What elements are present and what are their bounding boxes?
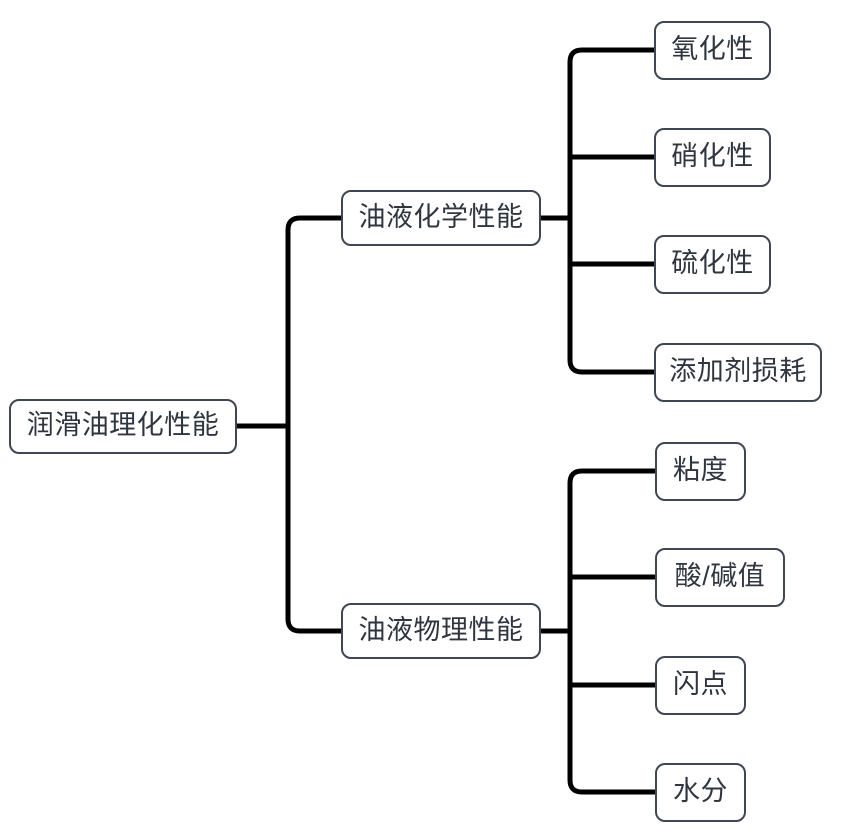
node-leaf-viscosity-label: 粘度 [673,455,728,485]
node-leaf-viscosity[interactable]: 粘度 [655,442,746,501]
node-root-label: 润滑油理化性能 [26,410,220,440]
node-leaf-flash-point-label: 闪点 [673,669,728,699]
node-branch-physical-label: 油液物理性能 [358,614,524,645]
node-branch-chemical-label: 油液化学性能 [358,201,524,232]
node-leaf-sulfuration-label: 硫化性 [671,248,754,278]
node-leaf-acid-base-label: 酸/碱值 [674,561,766,591]
node-branch-physical[interactable]: 油液物理性能 [341,603,541,659]
connector-root-to-branches [285,215,341,634]
node-leaf-additive-loss-label: 添加剂损耗 [669,356,807,386]
node-root[interactable]: 润滑油理化性能 [9,399,237,454]
node-branch-chemical[interactable]: 油液化学性能 [341,190,541,246]
connector-chem-spine [567,47,654,375]
node-leaf-nitration-label: 硝化性 [671,141,754,171]
node-leaf-sulfuration[interactable]: 硫化性 [654,235,771,294]
node-leaf-moisture-label: 水分 [673,776,728,806]
node-leaf-additive-loss[interactable]: 添加剂损耗 [654,343,822,402]
node-leaf-moisture[interactable]: 水分 [655,763,746,822]
node-leaf-acid-base[interactable]: 酸/碱值 [655,548,785,607]
node-leaf-flash-point[interactable]: 闪点 [655,656,746,715]
node-leaf-oxidation-label: 氧化性 [671,34,754,64]
node-leaf-nitration[interactable]: 硝化性 [654,128,771,187]
node-leaf-oxidation[interactable]: 氧化性 [654,21,771,80]
connector-phys-spine [567,468,655,795]
